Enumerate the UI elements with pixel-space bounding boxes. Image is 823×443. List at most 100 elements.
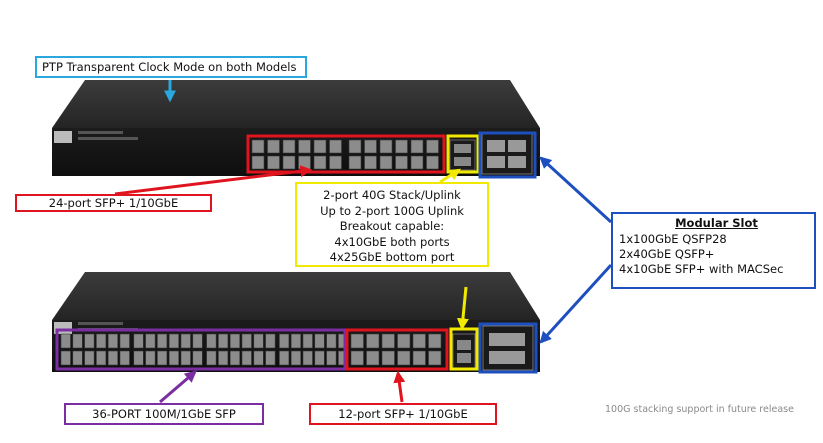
sfp-port [314, 333, 325, 349]
sfp-port [60, 350, 71, 366]
sfp-port [302, 350, 313, 366]
sfp-port [350, 333, 364, 349]
modular-slot-line: 4x10GbE SFP+ with MACSec [619, 262, 784, 276]
top-switch-lid [52, 80, 540, 128]
sfp-port [206, 350, 217, 366]
sfp-port [381, 333, 395, 349]
sfp-port [348, 155, 362, 170]
sfp-port [279, 333, 290, 349]
sfp24-callout: 24-port SFP+ 1/10GbE [15, 194, 212, 212]
sfp-port [145, 333, 156, 349]
sfp-port [326, 350, 337, 366]
bottom-sfp12-highlight [345, 328, 449, 371]
sfp-port [168, 350, 179, 366]
top-modular-highlight [478, 131, 537, 179]
footnote: 100G stacking support in future release [605, 404, 794, 415]
uplink-line: Up to 2-port 100G Uplink [320, 203, 464, 218]
sfp-port [381, 350, 395, 366]
sfp-port [298, 155, 311, 170]
sfp-port [329, 155, 342, 170]
sfp-port [282, 155, 296, 170]
sfp24-arrow [114, 165, 313, 196]
sfp-port [395, 155, 408, 170]
sfp-port [279, 350, 290, 366]
sfp-port [251, 155, 265, 170]
sfp-port [326, 333, 337, 349]
sfp-port [84, 350, 95, 366]
sfp36-arrow [159, 370, 197, 404]
sfp-port [229, 350, 240, 366]
top-switch-brand-logo [54, 131, 72, 143]
sfp-port [366, 350, 380, 366]
sfp-port [72, 333, 83, 349]
uplink-line: 4x25GbE bottom port [329, 250, 455, 264]
modular-slot-callout: Modular Slot 1x100GbE QSFP28 2x40GbE QSF… [611, 212, 816, 289]
sfp-port [426, 155, 439, 170]
sfp-port [428, 350, 442, 366]
sfp-port [107, 333, 118, 349]
sfp12-arrow [393, 370, 406, 403]
sfp-port [364, 155, 377, 170]
sfp-port [313, 139, 327, 154]
sfp-port [241, 333, 252, 349]
uplink-arrow-bottom [456, 286, 469, 331]
sfp-port [364, 139, 377, 154]
sfp-port [96, 350, 107, 366]
sfp-port [298, 139, 311, 154]
sfp-port [251, 139, 265, 154]
top-qsfp-highlight [446, 134, 480, 174]
sfp-port [412, 350, 426, 366]
sfp-port [267, 155, 280, 170]
uplink-line: 2-port 40G Stack/Uplink [323, 188, 461, 202]
sfp-port [329, 139, 342, 154]
sfp-port [218, 350, 229, 366]
uplink-line: Breakout capable: [339, 219, 445, 233]
sfp-port [157, 350, 168, 366]
sfp-port [265, 333, 276, 349]
sfp-port [313, 155, 327, 170]
sfp-port [282, 139, 296, 154]
sfp-port [410, 155, 424, 170]
sfp-port [348, 139, 362, 154]
top-sfp-port-grid [251, 139, 439, 170]
sfp-port [218, 333, 229, 349]
sfp-port [119, 350, 130, 366]
sfp-port [229, 333, 240, 349]
sfp-port [410, 139, 424, 154]
sfp-port [133, 350, 144, 366]
sfp-port [180, 333, 191, 349]
sfp-port [267, 139, 280, 154]
sfp-port [253, 333, 264, 349]
sfp-port [60, 333, 71, 349]
sfp-port [314, 350, 325, 366]
sfp-port [290, 350, 302, 366]
sfp36-callout: 36-PORT 100M/1GbE SFP [64, 403, 264, 425]
bottom-switch-lid [52, 272, 540, 320]
sfp-port [192, 333, 203, 349]
sfp-port [180, 350, 191, 366]
sfp-port [397, 333, 411, 349]
sfp-port [206, 333, 217, 349]
sfp-port [265, 350, 276, 366]
bottom-sfp-port-grid [60, 333, 442, 366]
sfp-port [302, 333, 313, 349]
sfp-port [290, 333, 302, 349]
modular-arrow-bottom [539, 263, 613, 344]
top-switch-label-strip [78, 131, 123, 134]
modular-slot-title: Modular Slot [675, 216, 758, 230]
sfp-port [192, 350, 203, 366]
uplink-line: 4x10GbE both ports [334, 234, 450, 249]
sfp-port [379, 155, 393, 170]
sfp-port [133, 333, 144, 349]
sfp-port [96, 333, 107, 349]
top-switch [52, 80, 540, 176]
bottom-sfp36-highlight [55, 328, 347, 371]
sfp-port [157, 333, 168, 349]
sfp-port [119, 333, 130, 349]
uplink-callout: 2-port 40G Stack/Uplink Up to 2-port 100… [295, 182, 489, 267]
sfp-port [428, 333, 442, 349]
sfp-port [84, 333, 95, 349]
modular-arrow-top [539, 156, 613, 224]
sfp-port [253, 350, 264, 366]
